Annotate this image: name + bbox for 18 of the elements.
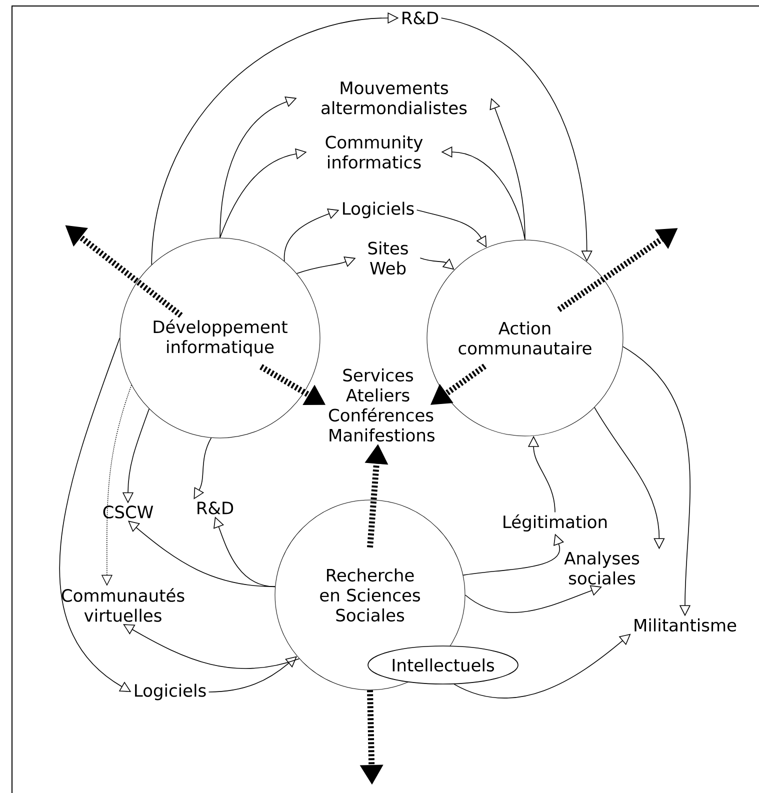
arrow <box>464 585 602 613</box>
node-label: Logiciels <box>343 202 414 218</box>
node-label: Communautés virtuelles <box>62 588 184 622</box>
node-label: Sites Web <box>368 241 408 275</box>
node-label: Légitimation <box>504 514 607 532</box>
arrow <box>454 634 631 698</box>
node-label: Community informatics <box>326 135 423 169</box>
arrow <box>420 258 454 270</box>
node-label: CSCW <box>103 506 154 518</box>
node-label: Analyses sociales <box>564 551 640 585</box>
node-label: R&D <box>198 502 234 514</box>
arrow <box>490 98 526 240</box>
node-label: Logiciels <box>135 684 206 700</box>
node-label: Militantisme <box>634 618 736 632</box>
node-label: R&D <box>402 12 438 24</box>
arrow <box>123 624 300 669</box>
node-label: Services Ateliers Conférences Manifestions <box>328 368 434 442</box>
node-label: Mouvements altermondialistes <box>322 82 467 114</box>
